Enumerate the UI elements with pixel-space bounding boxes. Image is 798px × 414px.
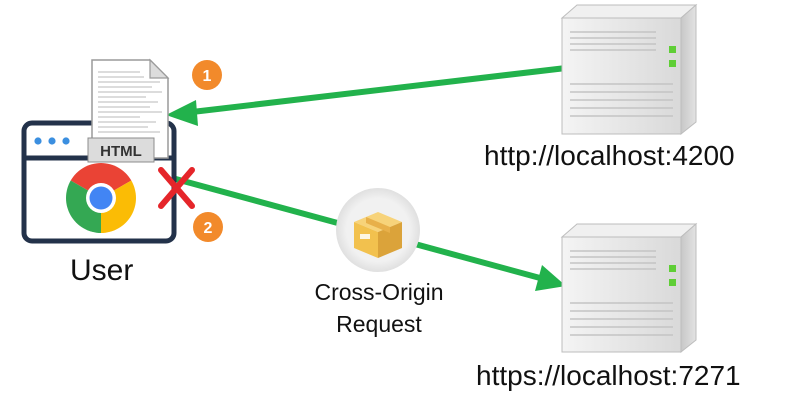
chrome-icon <box>66 163 136 233</box>
user-label: User <box>70 254 134 287</box>
step-number-1: 1 <box>203 68 212 85</box>
package-icon <box>336 188 420 272</box>
request-label-line2: Request <box>336 311 422 337</box>
server-url-7271: https://localhost:7271 <box>476 360 741 391</box>
server-icon <box>560 3 698 136</box>
request-label-line1: Cross-Origin <box>314 279 444 305</box>
html-badge: HTML <box>100 143 142 160</box>
server-icon <box>560 222 698 354</box>
server-url-4200: http://localhost:4200 <box>484 140 735 171</box>
response-arrow <box>166 65 567 126</box>
blocked-x-icon <box>158 167 195 209</box>
cross-origin-request-label: Cross-Origin Request <box>290 276 468 340</box>
step-number-2: 2 <box>204 220 213 237</box>
step-badge-2: 2 <box>193 212 223 242</box>
step-badge-1: 1 <box>192 60 222 90</box>
html-document-icon: HTML <box>87 58 170 163</box>
